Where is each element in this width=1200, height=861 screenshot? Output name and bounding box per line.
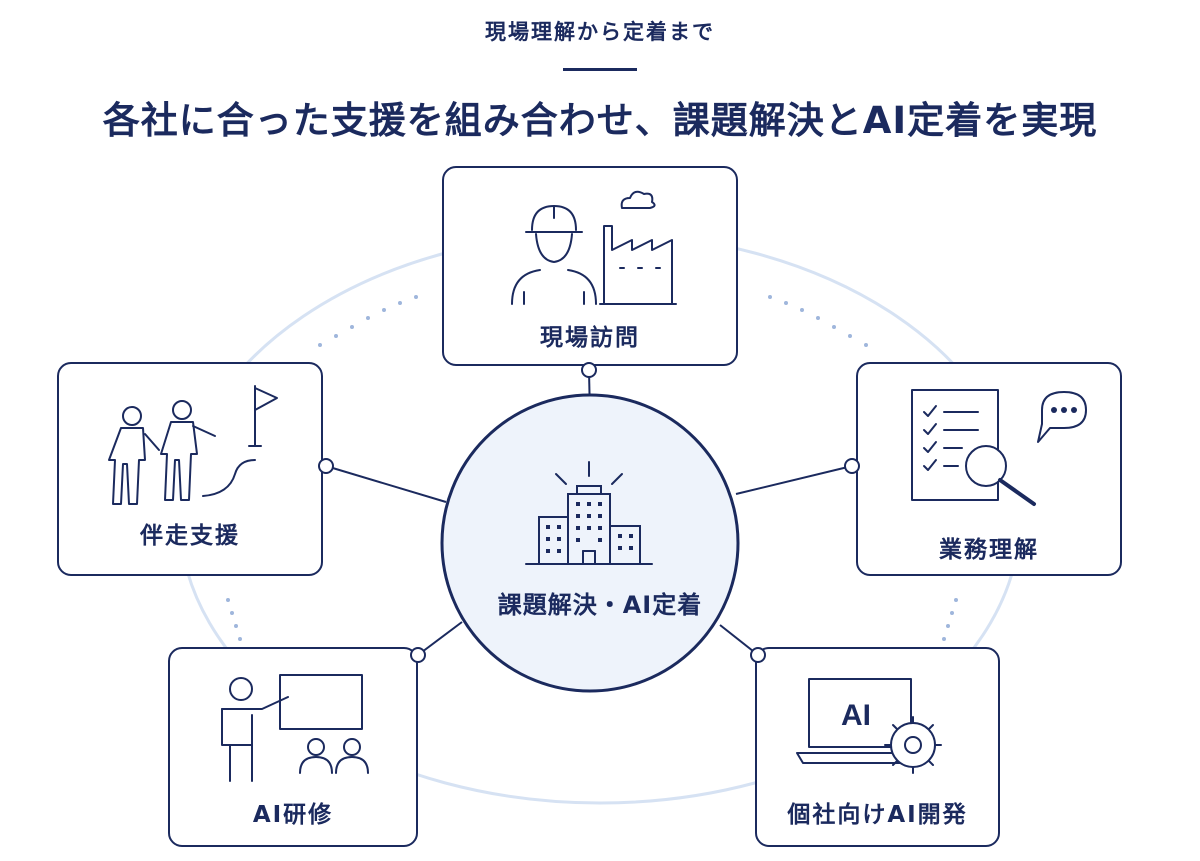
card-business-understanding: 業務理解 [856, 362, 1122, 576]
card-label: 現場訪問 [540, 325, 640, 351]
card-label: 個社向けAI開発 [787, 802, 968, 828]
dotted-arcs [226, 295, 958, 641]
center-label: 課題解決・AI定着 [497, 591, 703, 619]
diagram-subtitle: 現場理解から定着まで [485, 20, 715, 44]
card-custom-ai: AI 個社向けAI開発 [755, 647, 1000, 847]
card-label: 伴走支援 [140, 523, 240, 549]
card-ai-training: AI研修 [168, 647, 418, 847]
card-label: 業務理解 [939, 537, 1039, 563]
title-divider [563, 68, 637, 71]
buildings-icon [525, 461, 653, 565]
card-site-visit: 現場訪問 [442, 166, 738, 366]
center-circle [440, 393, 740, 693]
card-accompaniment: 伴走支援 [57, 362, 323, 576]
ai-screen-text: AI [841, 699, 871, 732]
hikers-flag-icon [108, 385, 278, 505]
laptop-gear-icon: AI [796, 678, 942, 774]
presenter-icon [221, 674, 369, 782]
card-label: AI研修 [252, 802, 334, 828]
worker-factory-icon [511, 190, 677, 305]
checklist-magnifier-icon [911, 389, 1087, 506]
diagram-title: 各社に合った支援を組み合わせ、課題解決とAI定着を実現 [102, 99, 1098, 142]
